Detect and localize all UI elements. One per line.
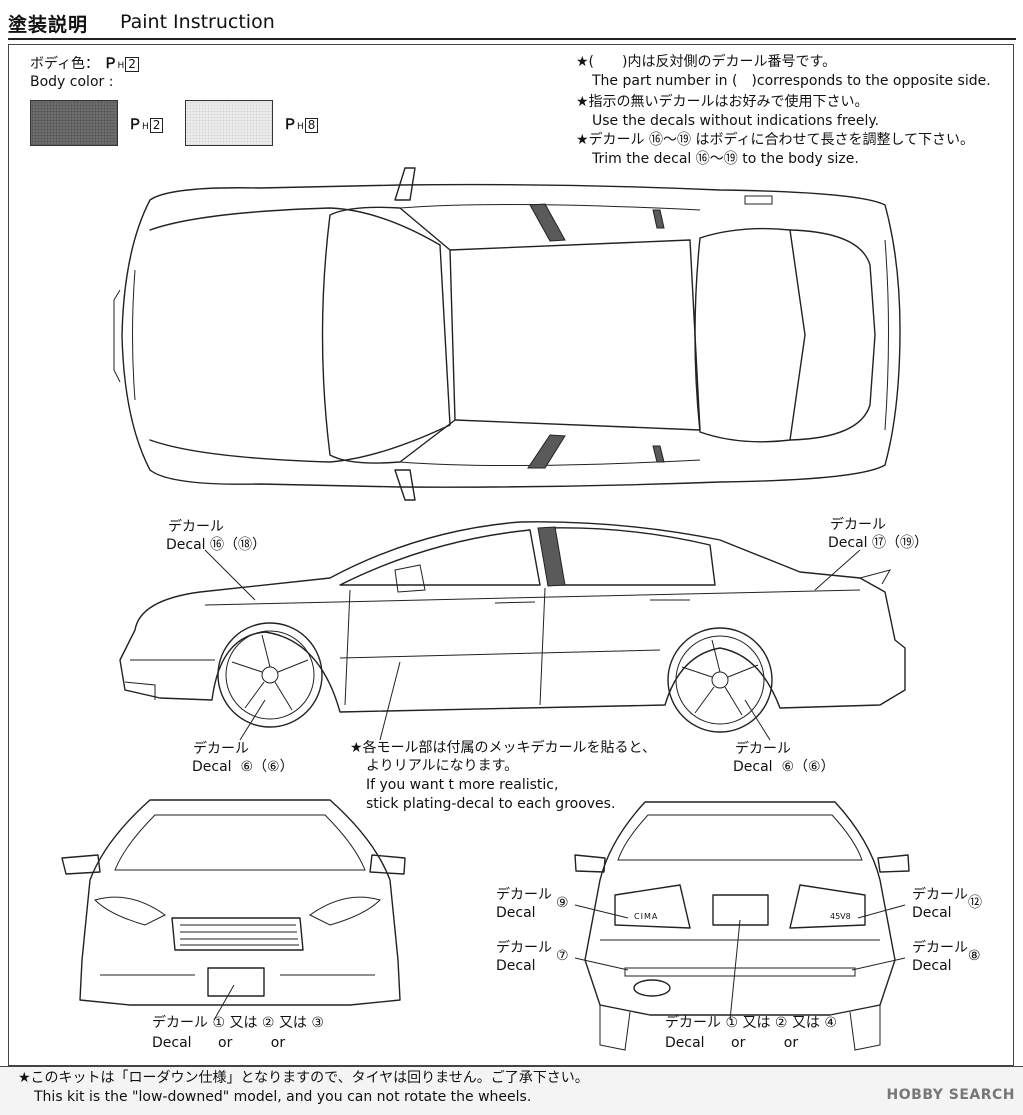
45v8-emblem: 45V8 (830, 912, 851, 921)
rear-emblem-right-en: Decal (912, 905, 952, 921)
front-plate-decal-en: Decal or or (152, 1035, 286, 1051)
footer-bar (0, 1066, 1023, 1115)
rear-reflector-right-jp: デカール (912, 940, 968, 956)
car-front-view (61, 799, 406, 1006)
rear-reflector-left-jp: デカール (496, 940, 552, 956)
moulding-note-jp-2: よりリアルになります。 (366, 758, 519, 774)
car-side-view (119, 521, 906, 733)
footer-note-en: This kit is the "low-downed" model, and … (34, 1089, 532, 1105)
decal-label-rear-en: Decal ⑰（⑲） (828, 535, 929, 551)
body-color-label-en: Body color : (30, 74, 114, 90)
cima-emblem: CIMA (634, 912, 659, 921)
title-english: Paint Instruction (120, 11, 275, 33)
car-rear-view (574, 801, 910, 1051)
note-2-jp: ★指示の無いデカールはお好みで使用下さい。 (576, 94, 869, 110)
front-plate-decal-jp: デカール ① 又は ② 又は ③ (152, 1015, 324, 1031)
decal-label-wheel-rear-jp: デカール (735, 741, 791, 757)
note-2-en: Use the decals without indications freel… (592, 113, 880, 129)
note-1-jp: ★( )内は反対側のデカール番号です。 (576, 54, 837, 70)
title-japanese: 塗装説明 (8, 14, 89, 36)
moulding-note-en-1: If you want t more realistic, (366, 777, 559, 793)
moulding-note-en-2: stick plating-decal to each grooves. (366, 796, 616, 812)
rear-emblem-right-jp: デカール (912, 887, 968, 903)
decal-label-front-jp: デカール (168, 519, 224, 535)
rear-reflector-left-num: ⑦ (556, 948, 569, 964)
rear-reflector-right-en: Decal (912, 958, 952, 974)
decal-label-wheel-front-jp: デカール (193, 741, 249, 757)
title-underline (8, 38, 1016, 40)
rear-emblem-right-num: ⑫ (968, 895, 982, 911)
rear-emblem-left-num: ⑨ (556, 895, 569, 911)
footer-note-jp: ★このキットは「ローダウン仕様」となりますので、タイヤは回りません。ご了承下さい… (18, 1070, 589, 1086)
moulding-note-jp-1: ★各モール部は付属のメッキデカールを貼ると、 (350, 740, 656, 756)
rear-reflector-left-en: Decal (496, 958, 536, 974)
instruction-frame (8, 44, 1014, 1066)
decal-label-rear-jp: デカール (830, 517, 886, 533)
leader-lines (204, 549, 906, 1021)
decal-label-wheel-front-en: Decal ⑥（⑥） (192, 759, 294, 775)
rear-plate-decal-jp: デカール ① 又は ② 又は ④ (665, 1015, 837, 1031)
decal-label-wheel-rear-en: Decal ⑥（⑥） (733, 759, 835, 775)
rear-emblem-left-jp: デカール (496, 887, 552, 903)
car-top-view (113, 167, 901, 501)
rear-emblem-left-en: Decal (496, 905, 536, 921)
note-1-en: The part number in ( )corresponds to the… (592, 73, 991, 89)
note-3-en: Trim the decal ⑯～⑲ to the body size. (592, 151, 859, 167)
color-swatch-light (185, 100, 273, 146)
rear-plate-decal-en: Decal or or (665, 1035, 799, 1051)
rear-reflector-right-num: ⑧ (968, 948, 981, 964)
watermark: HOBBY SEARCH (886, 1087, 1015, 1103)
color-swatch-dark (30, 100, 118, 146)
decal-label-front-en: Decal ⑯（⑱） (166, 537, 267, 553)
note-3-jp: ★デカール ⑯～⑲ はボディに合わせて長さを調整して下さい。 (576, 132, 975, 148)
